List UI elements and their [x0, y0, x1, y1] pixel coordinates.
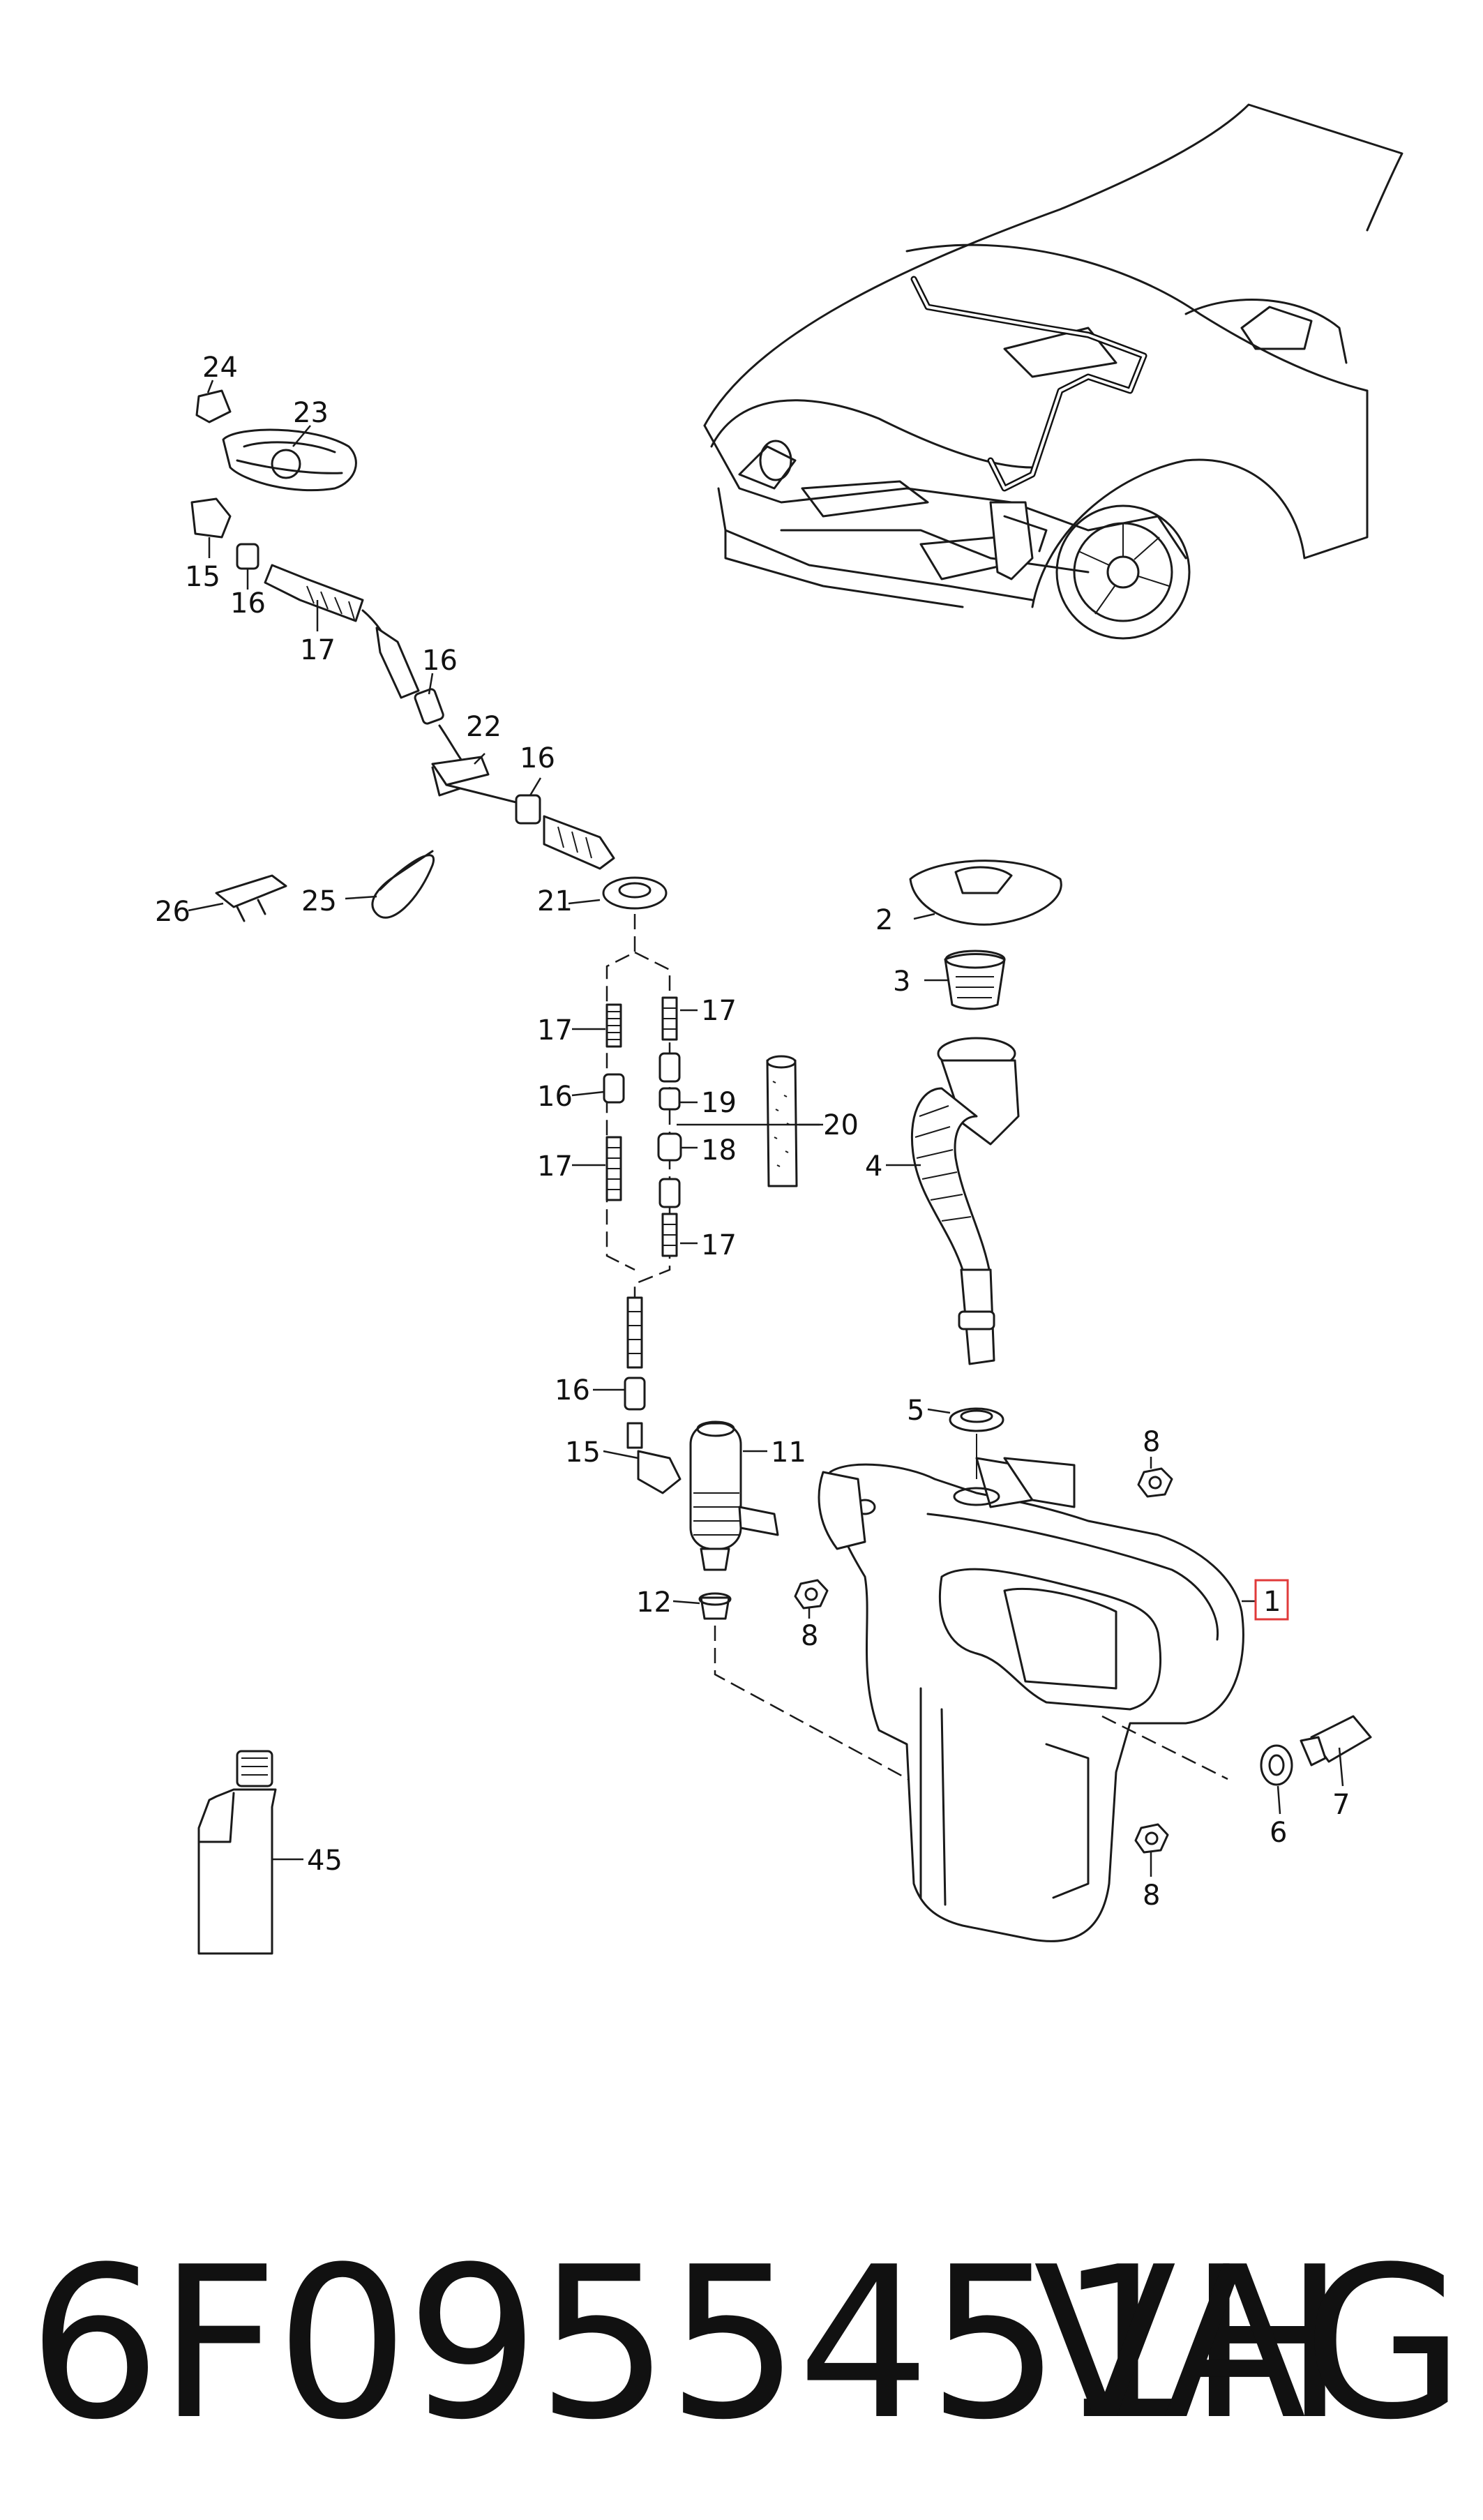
callout-16-e: 16	[555, 1374, 590, 1407]
callout-3: 3	[893, 966, 910, 998]
part-footer: 6F0955451H VAG	[28, 2198, 1465, 2491]
washer-nozzle-assembly	[190, 389, 668, 910]
callout-7: 7	[1332, 1789, 1350, 1821]
callout-1-highlight-box	[1254, 1579, 1289, 1621]
callout-16-a: 16	[230, 587, 266, 620]
callout-19: 19	[701, 1087, 737, 1119]
leader-lines	[188, 380, 1344, 1877]
callout-17-c: 17	[537, 1150, 573, 1183]
callout-15-upper: 15	[185, 561, 220, 593]
callout-24: 24	[202, 352, 238, 384]
hose-kit	[603, 914, 682, 1449]
callout-8-top: 8	[1143, 1426, 1160, 1458]
callout-17-b: 17	[537, 1014, 573, 1047]
callout-5: 5	[907, 1395, 924, 1427]
callout-17-e: 17	[701, 1229, 737, 1261]
callout-22: 22	[466, 711, 502, 743]
callout-4: 4	[865, 1150, 882, 1183]
brand-name: VAG	[1033, 2222, 1465, 2466]
callout-16-d: 16	[537, 1081, 573, 1113]
callout-23: 23	[293, 397, 329, 429]
callout-11: 11	[771, 1437, 806, 1469]
callout-12: 12	[636, 1587, 672, 1619]
callout-17-a: 17	[300, 634, 336, 666]
callout-45: 45	[307, 1845, 342, 1877]
callout-21: 21	[537, 885, 573, 917]
callout-26: 26	[155, 896, 190, 928]
washer-reservoir	[818, 1457, 1244, 1942]
callout-6: 6	[1270, 1817, 1287, 1849]
callout-8-left: 8	[801, 1620, 818, 1652]
washer-fluid-bottle	[197, 1750, 277, 1955]
callout-2: 2	[875, 904, 893, 936]
filler-assembly	[909, 860, 1062, 1479]
callout-20: 20	[823, 1109, 859, 1141]
callout-18: 18	[701, 1134, 737, 1167]
fasteners	[794, 1467, 1372, 1854]
hose-part-20	[766, 1055, 798, 1187]
callout-1: 1	[1263, 1586, 1281, 1618]
callout-8-bottom: 8	[1143, 1880, 1160, 1912]
callout-16-b: 16	[422, 645, 458, 677]
washer-pump	[637, 1420, 991, 1870]
callout-25: 25	[301, 885, 337, 917]
part-number: 6F0955451H	[28, 2222, 1346, 2466]
vehicle-illustration	[703, 103, 1403, 640]
callout-16-c: 16	[520, 742, 555, 774]
callout-17-d: 17	[701, 995, 737, 1027]
callout-15-lower: 15	[565, 1437, 601, 1469]
callout-labels: 24 23 15 16 17 16 22 16 21 26 25 17 16 1…	[155, 352, 1350, 1912]
